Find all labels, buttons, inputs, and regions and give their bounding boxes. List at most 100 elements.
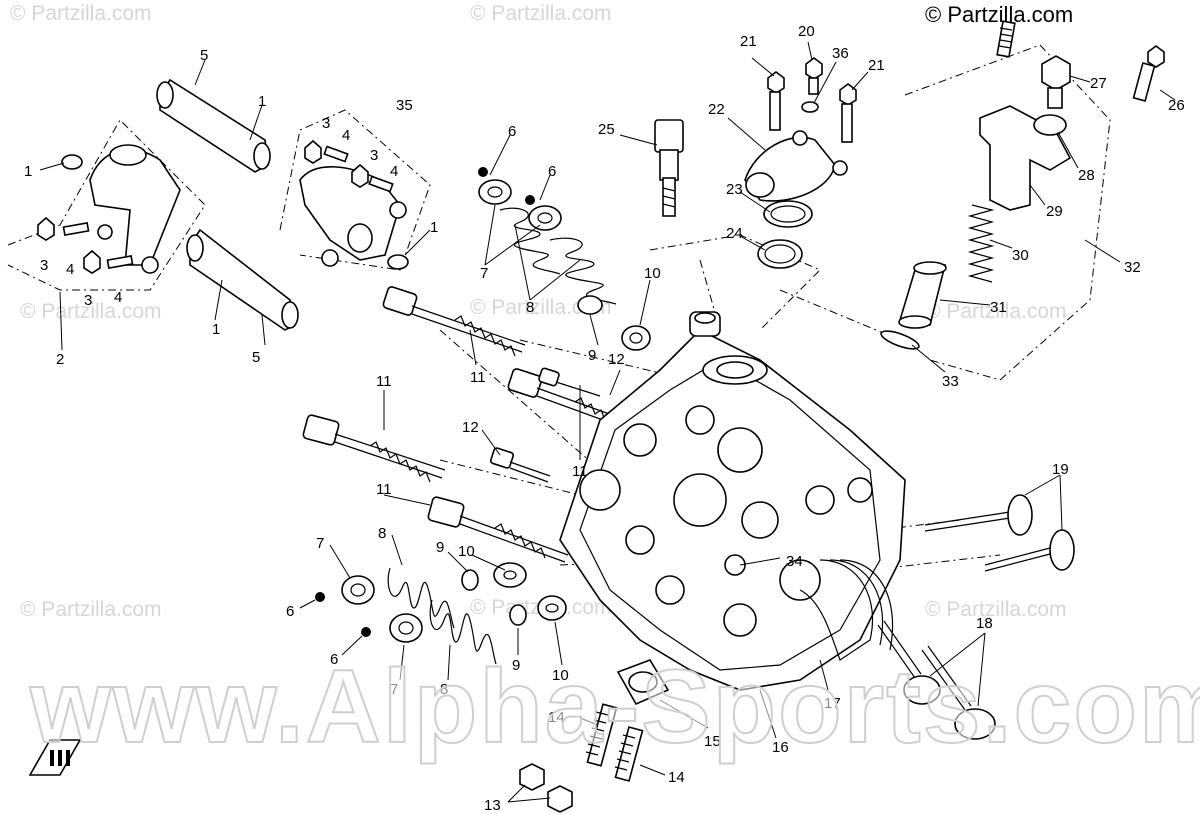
callout-9: 9 <box>588 347 596 364</box>
callout-3: 3 <box>40 257 48 274</box>
callout-28: 28 <box>1078 167 1095 184</box>
callout-5: 5 <box>200 47 208 64</box>
callout-13: 13 <box>484 797 501 814</box>
locknut <box>37 216 55 241</box>
valve-spring <box>429 599 497 665</box>
watermark-partzilla: © Partzilla.com <box>20 598 162 621</box>
callout-34: 34 <box>786 553 803 570</box>
head-bolt <box>302 414 446 483</box>
callout-6: 6 <box>508 123 516 140</box>
tensioner-group-box <box>904 44 1111 381</box>
circlip-washer <box>61 154 83 170</box>
callout-8: 8 <box>526 299 534 316</box>
callout-16: 16 <box>772 739 789 756</box>
o-ring <box>763 200 813 228</box>
watermark-site: www.Alpha-Sports.com <box>29 648 1200 766</box>
flange-nut <box>519 763 545 791</box>
callout-17: 17 <box>824 695 841 712</box>
watermark-partzilla: © Partzilla.com <box>10 2 152 25</box>
callout-27: 27 <box>1090 75 1107 92</box>
bolt <box>805 57 823 95</box>
rocker-group-box-right <box>279 109 431 271</box>
gasket <box>757 239 803 269</box>
watermark-partzilla: © Partzilla.com <box>470 296 612 319</box>
callout-5: 5 <box>252 349 260 366</box>
callout-32: 32 <box>1124 259 1141 276</box>
watermark-partzilla: © Partzilla.com <box>925 300 1067 323</box>
callout-29: 29 <box>1046 203 1063 220</box>
valve-spring-retainer <box>528 205 562 231</box>
callout-11: 11 <box>376 373 392 390</box>
valve-spring <box>549 237 617 305</box>
adjusting-screw <box>323 145 349 163</box>
temperature-sensor <box>654 119 684 217</box>
callout-3: 3 <box>370 147 378 164</box>
callout-33: 33 <box>942 373 959 390</box>
bolt <box>1132 45 1165 102</box>
callout-1: 1 <box>212 321 220 338</box>
callout-9: 9 <box>512 657 520 674</box>
callout-26: 26 <box>1168 97 1185 114</box>
flange-bolt <box>489 447 551 483</box>
callout-14: 14 <box>668 769 685 786</box>
callout-10: 10 <box>552 667 569 684</box>
rocker-shaft-lower <box>186 228 299 331</box>
watermark-partzilla: © Partzilla.com <box>20 300 162 323</box>
callout-2: 2 <box>56 351 64 368</box>
callout-25: 25 <box>598 121 615 138</box>
tensioner-body <box>979 105 1072 211</box>
copyright-label: © Partzilla.com <box>925 2 1074 27</box>
callout-10: 10 <box>644 265 661 282</box>
callout-11: 11 <box>470 369 486 386</box>
valve-cotter <box>525 195 535 205</box>
callout-36: 36 <box>832 45 849 62</box>
tensioner-spring <box>967 204 995 283</box>
exhaust-valve <box>984 529 1075 572</box>
callout-24: 24 <box>726 225 743 242</box>
rocker-shaft-upper <box>156 78 271 173</box>
intake-valve <box>921 645 996 740</box>
callout-22: 22 <box>708 101 725 118</box>
callout-10: 10 <box>458 543 475 560</box>
front-direction-icon <box>28 739 82 776</box>
callout-1: 1 <box>258 93 266 110</box>
callout-21: 21 <box>868 57 885 74</box>
callout-9: 9 <box>436 539 444 556</box>
callout-15: 15 <box>704 733 721 750</box>
valve-spring-seat <box>493 562 527 588</box>
locknut <box>83 249 101 274</box>
callout-6: 6 <box>548 163 556 180</box>
locknut <box>351 163 369 188</box>
callout-4: 4 <box>390 163 398 180</box>
callout-4: 4 <box>66 261 74 278</box>
head-bolt <box>382 286 526 357</box>
valve-cotter <box>361 627 371 637</box>
callout-7: 7 <box>316 535 324 552</box>
intake-gasket <box>616 659 670 706</box>
valve-cotter <box>315 592 325 602</box>
callout-1: 1 <box>24 163 32 180</box>
thermostat-housing <box>744 130 848 202</box>
callout-35: 35 <box>396 97 413 114</box>
callout-19: 19 <box>1052 461 1069 478</box>
rocker-arm-left <box>89 144 181 274</box>
valve-spring <box>387 567 455 629</box>
exhaust-valve <box>924 494 1033 536</box>
callout-20: 20 <box>798 23 815 40</box>
flange-bolt <box>538 367 601 397</box>
stud <box>585 703 618 767</box>
valve-spring <box>499 207 561 275</box>
tensioner-bolt <box>996 20 1016 58</box>
callout-8: 8 <box>378 525 386 542</box>
valve-spring-retainer <box>478 179 512 205</box>
valve-cotter <box>478 167 488 177</box>
tensioner-gasket <box>880 330 920 350</box>
valve-spring-seat <box>537 595 567 621</box>
callout-21: 21 <box>740 33 757 50</box>
valve-stem-seal <box>577 295 603 315</box>
rocker-group-box-left <box>7 119 206 291</box>
intake-valve <box>877 620 941 705</box>
callout-11: 11 <box>376 481 392 498</box>
flange-nut <box>547 785 573 813</box>
washer <box>801 101 819 113</box>
